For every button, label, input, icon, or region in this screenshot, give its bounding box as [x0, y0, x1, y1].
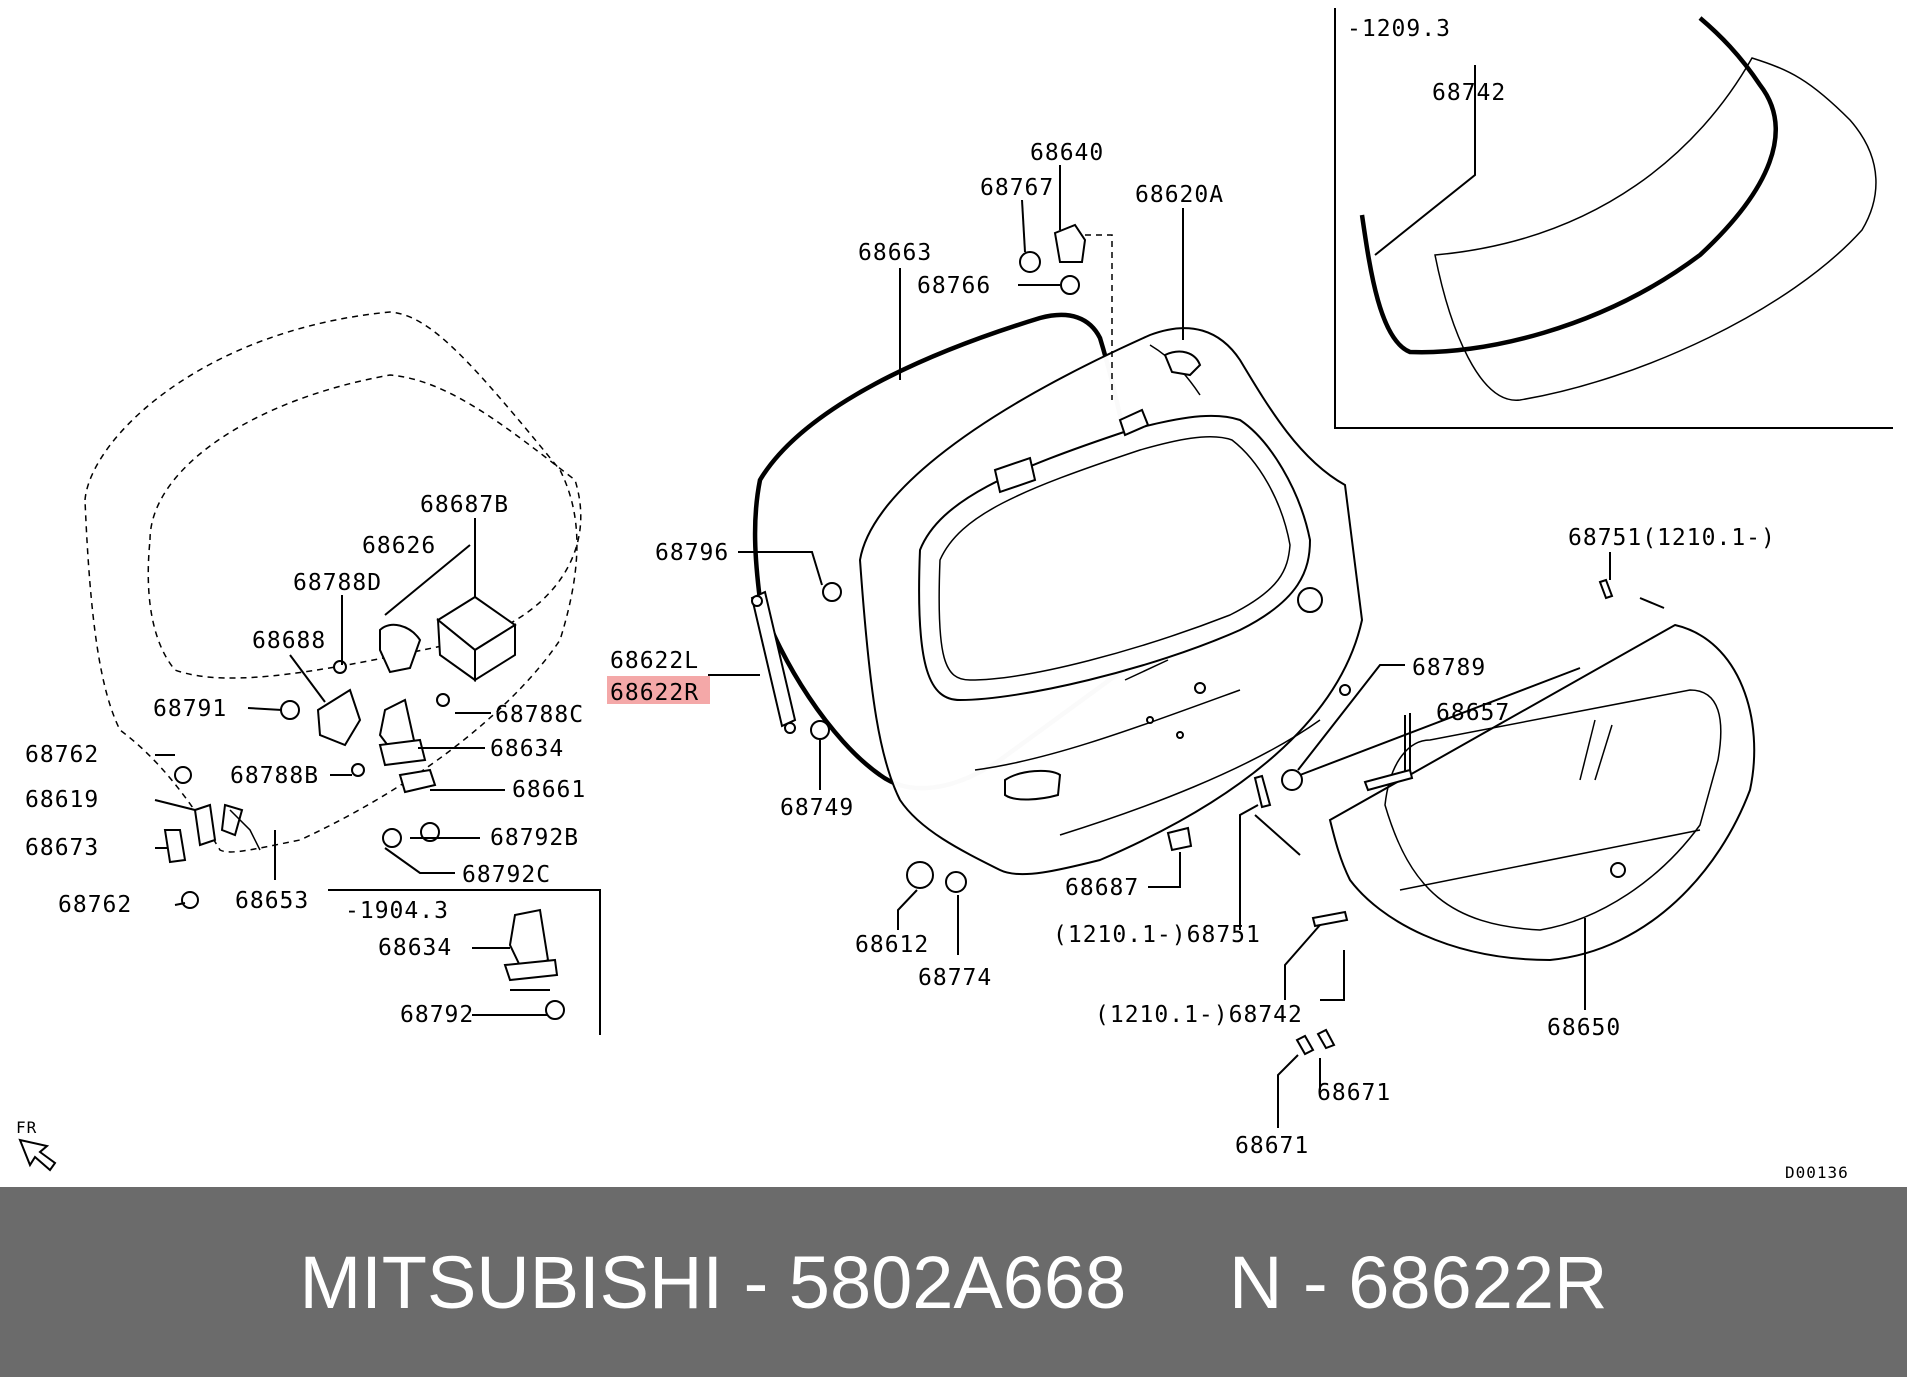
inset-glass — [1334, 8, 1893, 429]
label-68626: 68626 — [362, 533, 436, 559]
label-68742-bottom: (1210.1-)68742 — [1095, 1002, 1303, 1028]
parts-diagram: 68640 68767 68620A 68663 68766 68742 -12… — [16, 8, 1893, 1182]
label-68791: 68791 — [153, 696, 227, 722]
label-68650: 68650 — [1547, 1015, 1621, 1041]
label-68619: 68619 — [25, 787, 99, 813]
label-68671-b: 68671 — [1235, 1133, 1309, 1159]
label-68687b: 68687B — [420, 492, 509, 518]
label-fr: FR — [16, 1118, 37, 1137]
part-number-title: MITSUBISHI - 5802A668 N - 68622R — [299, 1240, 1608, 1324]
label-68742-top: 68742 — [1432, 80, 1506, 106]
label-68796: 68796 — [655, 540, 729, 566]
part-labels: 68640 68767 68620A 68663 68766 68742 -12… — [16, 16, 1849, 1182]
label-68762-b: 68762 — [58, 892, 132, 918]
label-68766: 68766 — [917, 273, 991, 299]
label-68767: 68767 — [980, 175, 1054, 201]
label-68788d: 68788D — [293, 570, 382, 596]
label-68749: 68749 — [780, 795, 854, 821]
center-leaders — [708, 165, 1406, 955]
diagram-code: D00136 — [1785, 1163, 1849, 1182]
label-68653: 68653 — [235, 888, 309, 914]
label-68622l: 68622L — [610, 648, 699, 674]
label-68622r: 68622R — [610, 680, 699, 706]
lower-glass — [1295, 578, 1756, 1056]
tailgate — [752, 312, 1364, 876]
left-leaders — [154, 518, 601, 1035]
label-68762-a: 68762 — [25, 742, 99, 768]
label-68661: 68661 — [512, 777, 586, 803]
label-68657: 68657 — [1436, 700, 1510, 726]
label-68688: 68688 — [252, 628, 326, 654]
label-1209-3: -1209.3 — [1347, 16, 1451, 42]
label-68792b: 68792B — [490, 825, 579, 851]
highlight-68622r — [607, 676, 710, 704]
label-68671-a: 68671 — [1317, 1080, 1391, 1106]
label-68751-bottom: (1210.1-)68751 — [1053, 922, 1261, 948]
right-leaders — [1277, 552, 1665, 1128]
label-68774: 68774 — [918, 965, 992, 991]
label-68788b: 68788B — [230, 763, 319, 789]
label-68620a: 68620A — [1135, 182, 1224, 208]
label-68634: 68634 — [490, 736, 564, 762]
fr-arrow-icon — [18, 1138, 57, 1172]
label-68663: 68663 — [858, 240, 932, 266]
footer-banner: MITSUBISHI - 5802A668 N - 68622R — [0, 1187, 1907, 1377]
label-68612: 68612 — [855, 932, 929, 958]
label-68751-top: 68751(1210.1-) — [1568, 525, 1776, 551]
center-parts — [750, 223, 1303, 893]
label-68792: 68792 — [400, 1002, 474, 1028]
label-68687: 68687 — [1065, 875, 1139, 901]
inner-trim — [84, 311, 582, 853]
lock-parts — [163, 595, 565, 1020]
label-68792c: 68792C — [462, 862, 551, 888]
label-68673: 68673 — [25, 835, 99, 861]
label-1904-3: -1904.3 — [345, 898, 449, 924]
label-68640: 68640 — [1030, 140, 1104, 166]
label-68789: 68789 — [1412, 655, 1486, 681]
label-68634-b: 68634 — [378, 935, 452, 961]
label-68788c: 68788C — [495, 702, 584, 728]
